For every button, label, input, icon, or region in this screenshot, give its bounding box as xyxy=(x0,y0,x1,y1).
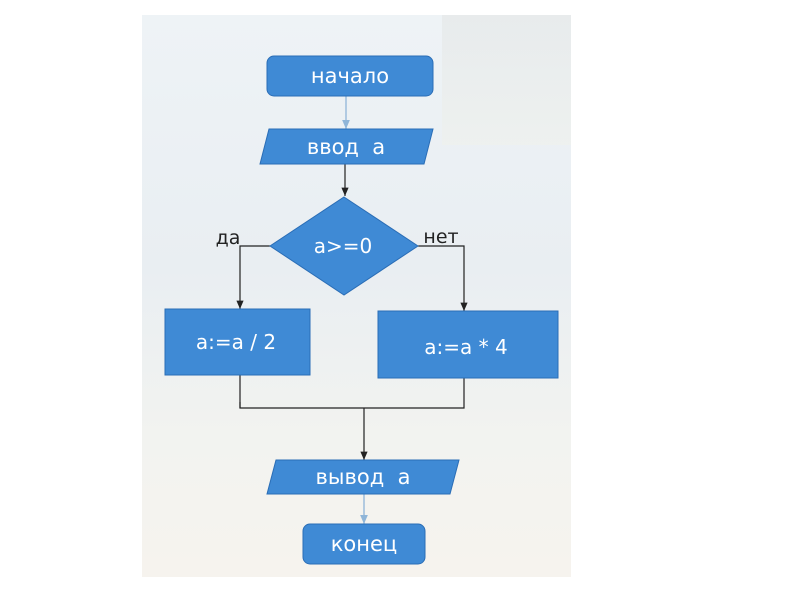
output-label: вывод a xyxy=(316,465,411,489)
connectors xyxy=(236,96,468,524)
yes-label: да xyxy=(216,227,241,249)
yes-action-node: a:=a / 2 xyxy=(164,308,311,376)
condition-node: a>=0 xyxy=(269,196,419,296)
line-yes-merge xyxy=(239,375,465,409)
input-label: ввод a xyxy=(307,135,385,159)
no-label: нет xyxy=(423,226,458,248)
no-action-label: a:=a * 4 xyxy=(424,335,507,359)
start-label: начало xyxy=(311,64,389,88)
input-node: ввод a xyxy=(259,128,434,165)
start-node: начало xyxy=(266,55,434,97)
output-node: вывод a xyxy=(266,459,460,495)
end-label: конец xyxy=(331,532,397,556)
background-glow xyxy=(442,15,571,145)
arrow-no-branch xyxy=(418,245,468,311)
end-node: конец xyxy=(302,523,426,565)
no-action-node: a:=a * 4 xyxy=(377,310,559,379)
yes-action-label: a:=a / 2 xyxy=(196,330,276,354)
condition-label: a>=0 xyxy=(314,234,373,258)
arrow-yes-branch xyxy=(236,245,270,309)
